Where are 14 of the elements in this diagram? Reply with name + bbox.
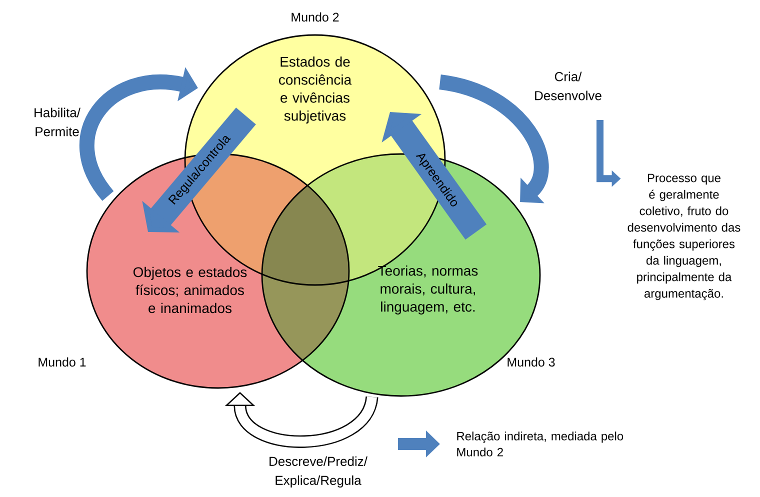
- edge-label: Habilita/ Permite: [34, 108, 80, 136]
- edge-label: Cria/ Desenvolve: [535, 72, 602, 100]
- note-text: Processo que é geralmente coletivo, fruto do desenvolvimento das funções superiores da linguagem, principalmente da argumentação.: [628, 174, 740, 300]
- edge-label: Descreve/Prediz/ Explica/Regula: [270, 456, 368, 488]
- circle-text: Teorias, normas morais, cultura, linguagem, etc.: [378, 265, 478, 315]
- circle-heading: Mundo 1: [38, 357, 86, 367]
- legend-text: Relação indireta, mediada pelo Mundo 2: [457, 432, 624, 456]
- hollow-arrow: [224, 392, 378, 448]
- circle-text: Objetos e estados físicos; animados e inanimados: [133, 266, 247, 314]
- circle-heading: Mundo 3: [508, 357, 555, 367]
- circle-text: Estados de consciência e vivências subjetivas: [279, 56, 352, 124]
- block-arrow: [438, 74, 549, 204]
- circle-heading: Mundo 2: [292, 12, 339, 22]
- block-arrow: [382, 112, 487, 240]
